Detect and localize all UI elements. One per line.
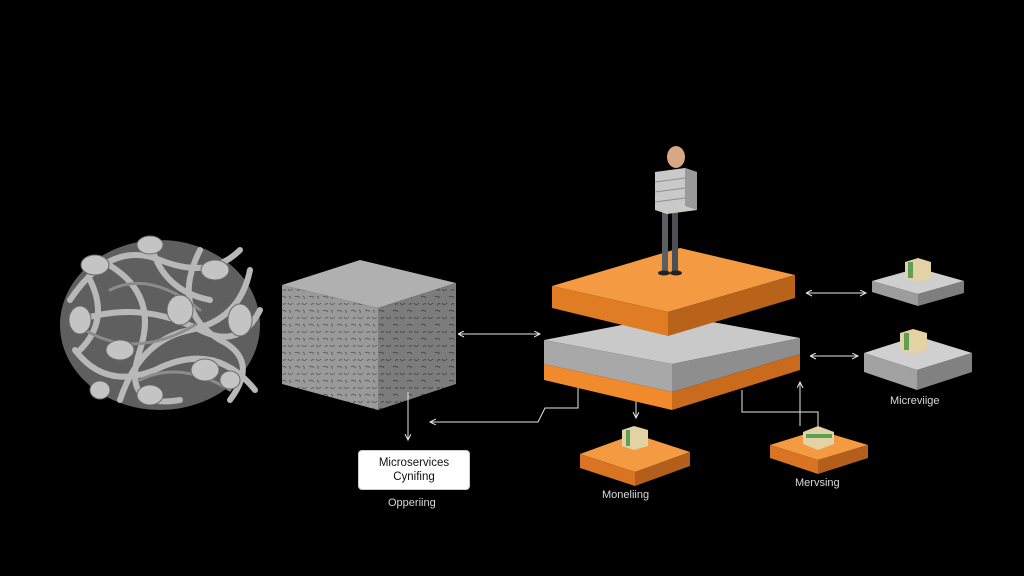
right-module-label: Micreviige <box>890 395 940 407</box>
module-right-icon <box>864 329 972 390</box>
lower-platform-icon <box>544 315 800 410</box>
module-bottom-left-icon <box>580 426 690 486</box>
tangled-monolith-icon <box>60 235 263 410</box>
person-figure-icon <box>654 146 697 276</box>
bottom-right-module-label: Mervsing <box>795 477 840 489</box>
below-box-label: Opperiing <box>388 497 436 509</box>
bottom-left-module-label: Moneliing <box>602 489 650 501</box>
module-top-right-icon <box>872 258 964 306</box>
platform-back-arrow <box>430 385 579 422</box>
microservices-label-box: Microservices Cynifing <box>358 450 470 490</box>
upper-platform-icon <box>552 248 795 336</box>
connector-lines <box>408 293 866 440</box>
concrete-cube-icon <box>282 260 456 410</box>
microservices-label-line2: Cynifing <box>393 471 435 483</box>
module-bottom-right-icon <box>770 426 868 474</box>
microservices-label-line1: Microservices <box>378 457 450 469</box>
platform-to-module-right-line <box>741 390 819 428</box>
